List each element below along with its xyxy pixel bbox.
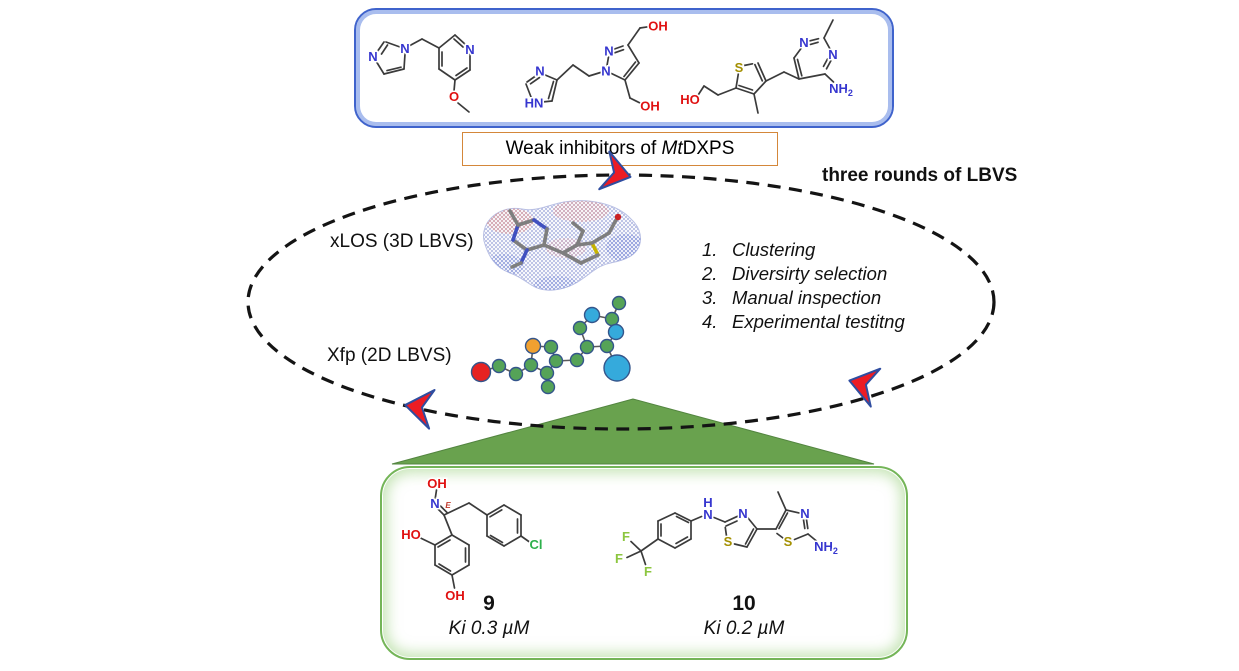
cycle-arrow-right [848, 367, 882, 408]
atom-label: N [368, 49, 377, 64]
atom-label: S [735, 60, 744, 75]
atom-label: HO [401, 527, 421, 542]
node-oxygen [470, 361, 492, 383]
hit-molecule-9: OH N E HO OH Cl [400, 475, 544, 605]
molecule-1-bonds [375, 34, 471, 113]
step-number: 3. [702, 287, 718, 308]
hits-box: OH N E HO OH Cl 9 Ki 0.3 µM [380, 466, 908, 660]
molecule-10-bonds [626, 491, 818, 566]
rounds-title: three rounds of LBVS [822, 165, 1018, 186]
atom-label: N [535, 64, 544, 79]
step-number: 2. [702, 263, 718, 284]
atom-label: N [400, 41, 409, 56]
lbvs-step: 3. Manual inspection [702, 286, 905, 310]
weak-inhibitors-label: Weak inhibitors of MtDXPS [505, 138, 735, 159]
molecule-graph-image [470, 295, 631, 395]
e-config-label: E [445, 501, 451, 510]
atom-label: HN [525, 96, 544, 111]
atom-label: N [799, 35, 808, 50]
atom-label: F [622, 529, 630, 544]
lbvs-steps-list: 1. Clustering 2. Diversirty selection 3.… [702, 238, 905, 334]
compound-10-ki: Ki 0.2 µM [703, 618, 785, 639]
inhibitor-molecule-2: N HN N N OH OH [523, 17, 669, 115]
atom-label: N [604, 44, 613, 59]
step-number: 4. [702, 311, 718, 332]
atom-label: N [430, 496, 439, 511]
atom-label: N [800, 506, 809, 521]
molecule-2-bonds [525, 25, 649, 105]
node-amine [603, 354, 631, 382]
atom-label: N [828, 47, 837, 62]
atom-label: H [703, 495, 712, 510]
inhibitor-molecule-1: N N N O [367, 34, 476, 113]
funnel-triangle [391, 398, 875, 465]
molecule-9-bonds [418, 489, 531, 589]
node-nitrogen [583, 306, 601, 324]
oxygen-tip [614, 213, 622, 221]
atom-label: S [724, 534, 733, 549]
atom-label: OH [640, 99, 660, 114]
atom-label: F [644, 564, 652, 579]
atom-label: N [703, 507, 712, 522]
step-text: Experimental testitng [732, 311, 905, 332]
pharmacophore-surface-image [483, 200, 641, 291]
atom-label: O [449, 89, 459, 104]
compound-9-number: 9 [483, 592, 495, 615]
organism-abbrev: Mt [661, 138, 683, 159]
inhibitor-molecule-3: HO S N N NH2 [679, 19, 854, 114]
lbvs-step: 4. Experimental testitng [702, 310, 905, 334]
atom-label: F [615, 551, 623, 566]
step-text: Clustering [732, 239, 816, 260]
graph-nodes [470, 295, 631, 395]
step-text: Diversirty selection [732, 263, 888, 284]
lbvs-step: 1. Clustering [702, 238, 905, 262]
atom-label: NH2 [829, 81, 853, 98]
atom-label: N [465, 42, 474, 57]
atom-label: OH [648, 19, 668, 34]
step-text: Manual inspection [732, 287, 882, 308]
atom-label: Cl [530, 537, 543, 552]
lbvs-step: 2. Diversirty selection [702, 262, 905, 286]
cycle-arrow-bottom-left [404, 388, 436, 430]
atom-label: N [601, 64, 610, 79]
atom-label: HO [680, 92, 700, 107]
stick-molecule [508, 209, 622, 269]
hit-molecule-10: H N N S N S NH2 F F F [614, 491, 839, 581]
compound-9-ki: Ki 0.3 µM [448, 618, 530, 639]
xlos-label: xLOS (3D LBVS) [330, 231, 474, 252]
node-nitrogen [607, 323, 625, 341]
molecule-3-bonds [696, 19, 835, 114]
weak-inhibitors-box: N N N O [354, 8, 894, 128]
weak-inhibitors-label-box: Weak inhibitors of MtDXPS [462, 132, 778, 166]
cycle-arrow-top [598, 150, 632, 191]
atom-label: NH2 [814, 539, 838, 556]
compound-10-number: 10 [732, 592, 756, 615]
atom-label: OH [445, 588, 465, 603]
xfp-label: Xfp (2D LBVS) [327, 345, 452, 366]
step-number: 1. [702, 239, 718, 260]
node-sulfur [524, 337, 542, 355]
atom-label: N [738, 506, 747, 521]
atom-label: OH [427, 476, 447, 491]
atom-label: S [784, 534, 793, 549]
